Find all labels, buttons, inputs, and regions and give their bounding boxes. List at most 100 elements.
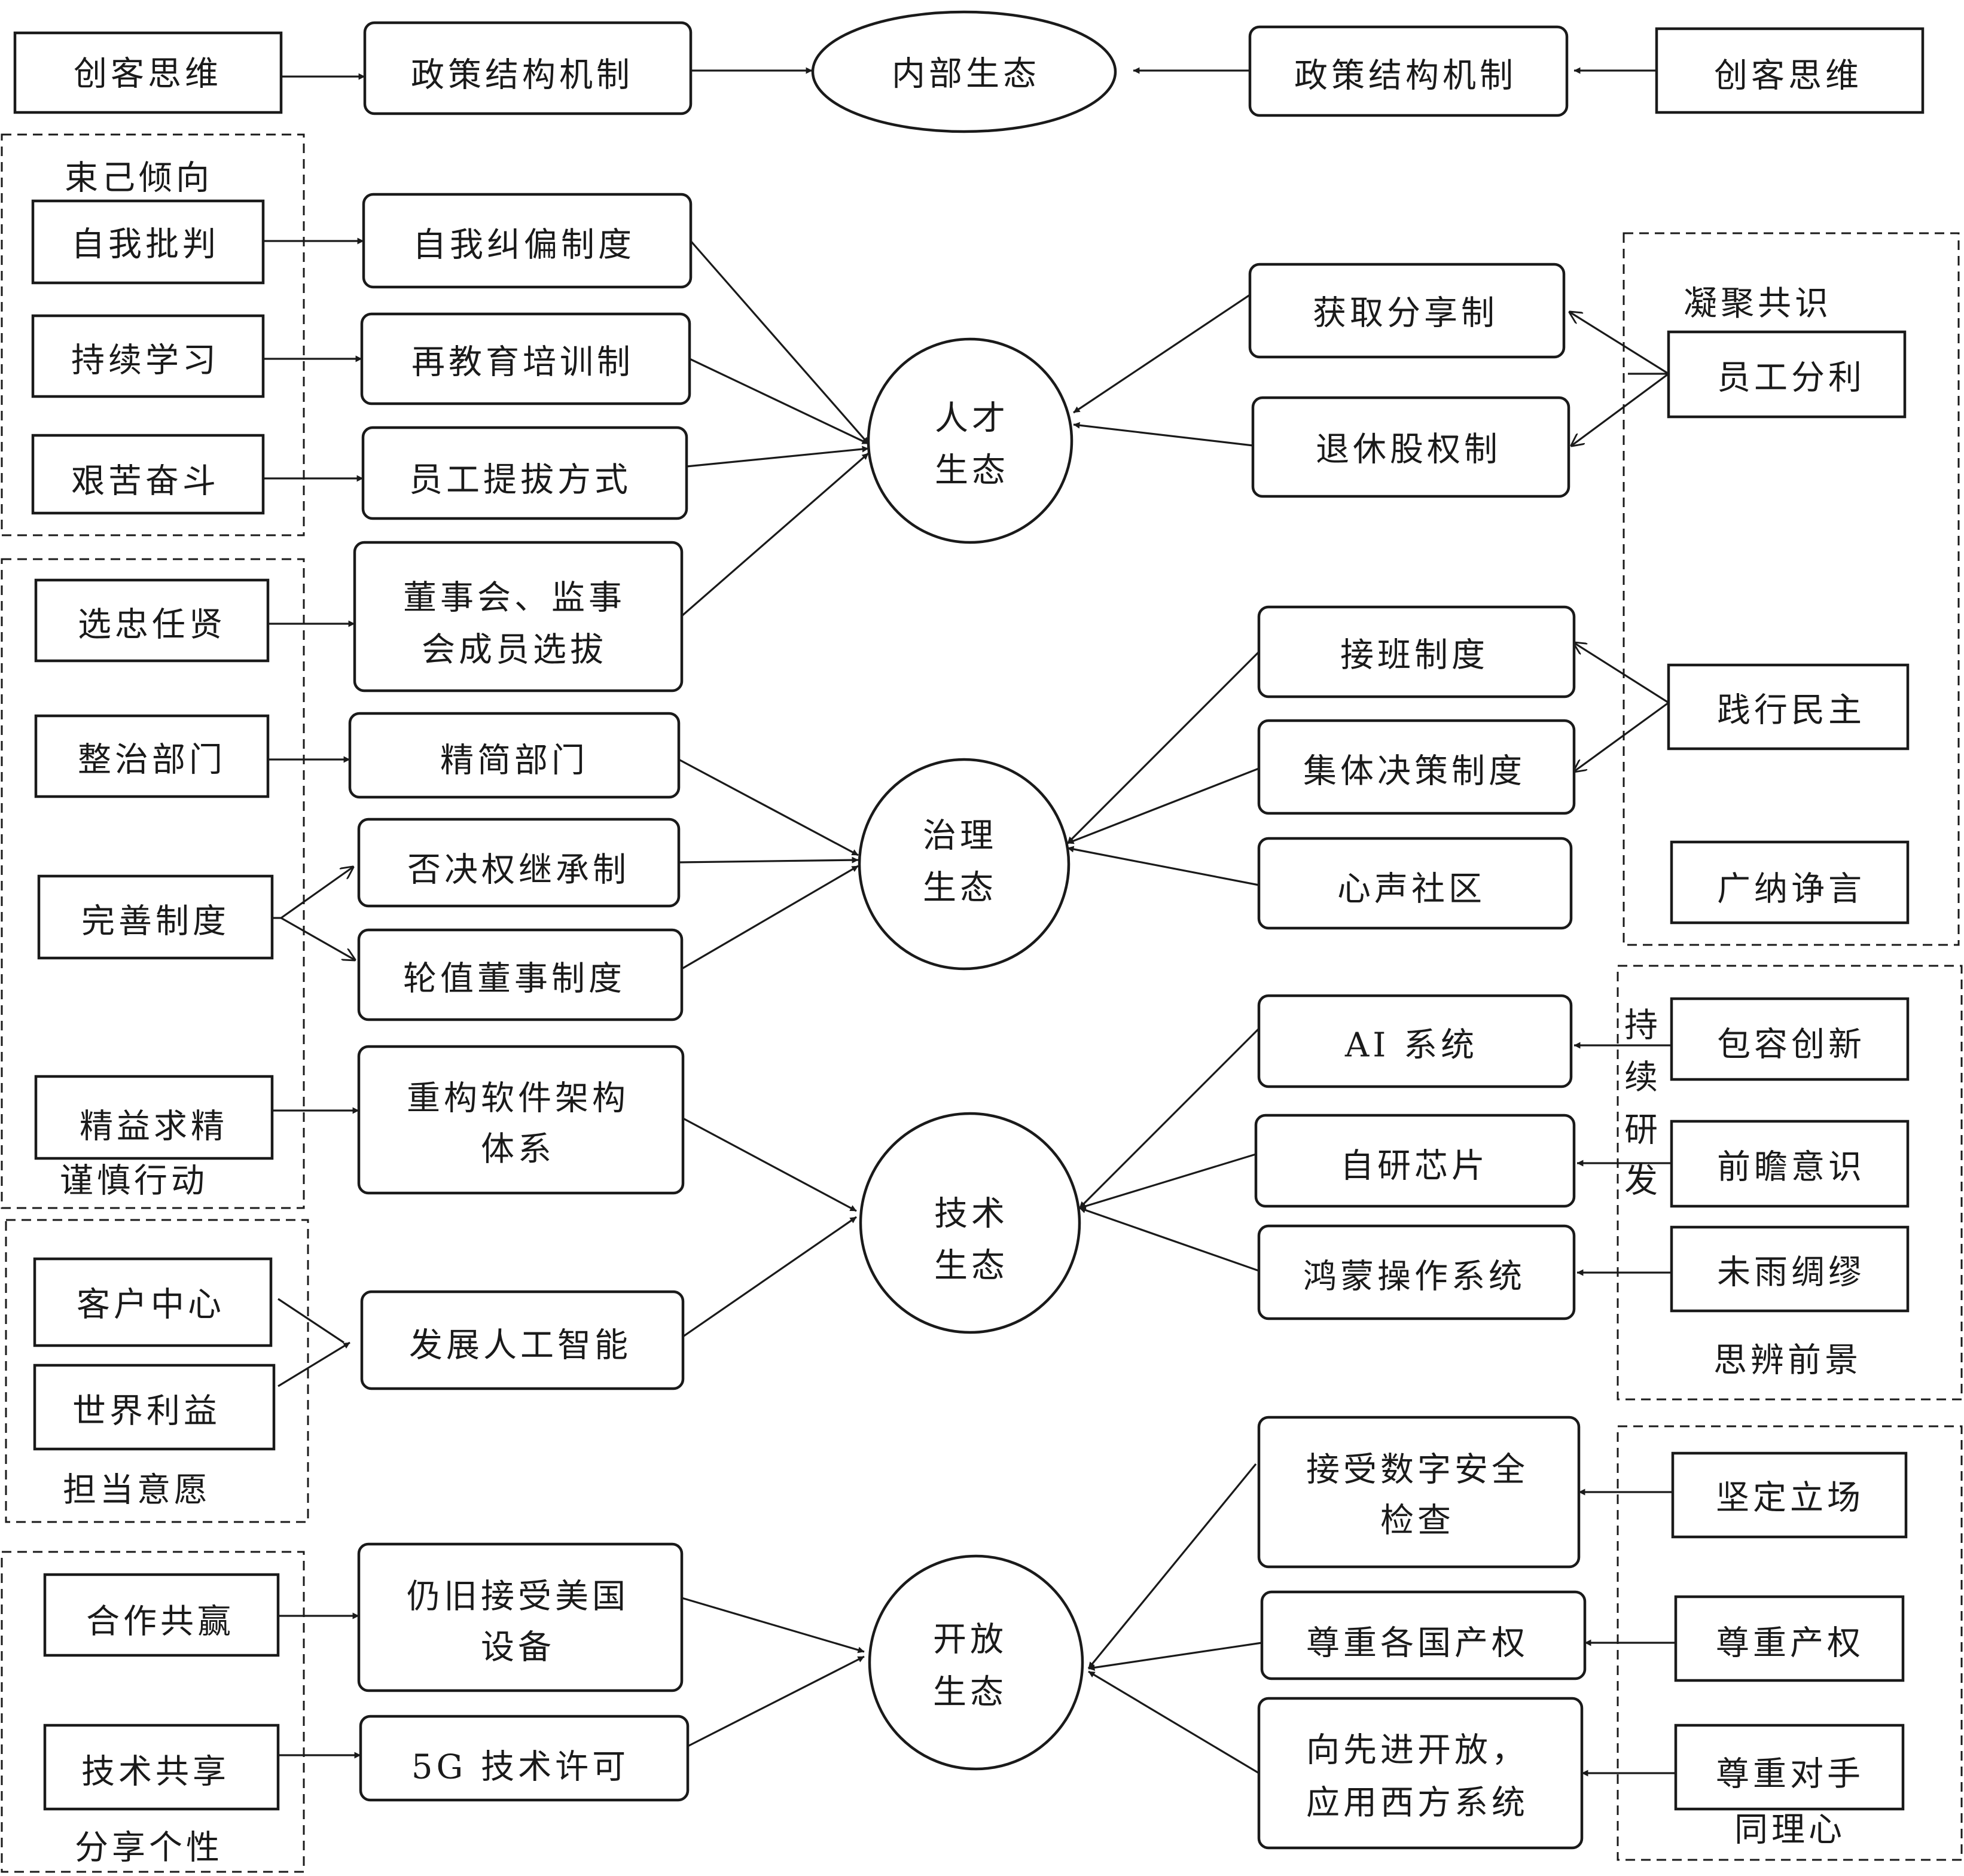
left-ai-dev-box [360, 1290, 685, 1390]
right-mechanism-label: 获取分享制 [1313, 294, 1498, 333]
right-mechanism-label: AI 系统 [1344, 1026, 1478, 1065]
governance-ecosystem-circle [858, 758, 1071, 971]
right-vertical-label-char: 持 [1624, 1006, 1661, 1045]
right-source-box [1674, 1595, 1905, 1682]
right-mechanism-label: 退休股权制 [1316, 431, 1501, 469]
right-vertical-label-char: 研 [1624, 1111, 1661, 1150]
top-right-mechanism-box [1248, 25, 1569, 117]
right-source-box [1670, 997, 1910, 1081]
right-open-mech-label-line1: 接受数字安全 [1306, 1451, 1529, 1490]
left-open-mech-box [359, 1715, 690, 1802]
right-group-1-title: 凝聚共识 [1684, 285, 1832, 324]
talent-ecosystem-label-line2: 生态 [935, 452, 1009, 490]
left-open-mech-label-line2: 设备 [481, 1628, 555, 1667]
left-source-label: 自我批判 [71, 225, 219, 264]
right-mechanism-label: 心声社区 [1337, 870, 1486, 909]
left-board-box [353, 541, 684, 693]
right-group-2-title: 思辨前景 [1713, 1341, 1862, 1380]
right-mechanism-label: 鸿蒙操作系统 [1303, 1258, 1526, 1297]
right-open-mech-box [1260, 1590, 1587, 1680]
left-source-label: 持续学习 [71, 341, 219, 380]
left-group-4-title: 分享个性 [75, 1829, 223, 1868]
left-source-box [31, 434, 265, 515]
left-source-label: 精益求精 [80, 1108, 228, 1146]
left-software-label-line1: 重构软件架构 [407, 1079, 629, 1118]
left-source-box [33, 1363, 276, 1451]
left-source-label: 技术共享 [81, 1753, 230, 1792]
right-mechanism-box [1257, 994, 1573, 1088]
right-open-mech-label-line2: 应用西方系统 [1306, 1784, 1529, 1823]
top-right-mechanism-label: 政策结构机制 [1294, 57, 1517, 96]
left-source-label: 客户中心 [77, 1286, 225, 1325]
top-left-source-label: 创客思维 [74, 55, 222, 94]
talent-ecosystem-circle [867, 337, 1074, 544]
right-source-label: 前瞻意识 [1717, 1148, 1865, 1187]
left-source-box [34, 1075, 274, 1160]
left-source-label: 整治部门 [78, 741, 226, 780]
left-mechanism-box [357, 817, 681, 908]
right-mechanism-box [1257, 605, 1576, 698]
right-source-box [1670, 1120, 1910, 1208]
right-group-3-title: 同理心 [1734, 1811, 1846, 1850]
right-vertical-label-char: 发 [1624, 1162, 1661, 1201]
left-mechanism-box [362, 193, 693, 289]
internal-ecosystem-ellipse [811, 10, 1117, 133]
left-source-box [34, 578, 270, 663]
left-source-box [31, 314, 265, 398]
left-group-1-frame [1, 133, 305, 536]
right-source-label: 践行民主 [1717, 691, 1865, 730]
left-mechanism-label: 再教育培训制 [411, 343, 634, 382]
right-group-2-frame [1617, 965, 1963, 1401]
left-mechanism-box [361, 426, 688, 520]
left-source-label: 完善制度 [81, 902, 230, 941]
left-source-label: 选忠任贤 [78, 606, 226, 645]
right-group-1-frame [1623, 232, 1960, 946]
right-mechanism-box [1257, 837, 1573, 930]
right-source-label: 未雨绸缪 [1717, 1253, 1865, 1292]
governance-ecosystem-label-line1: 治理 [923, 817, 997, 856]
open-ecosystem-label-line2: 生态 [933, 1673, 1007, 1712]
right-vertical-label-char: 续 [1624, 1059, 1661, 1097]
right-open-mech-label-line2: 检查 [1380, 1502, 1454, 1541]
left-mechanism-label: 否决权继承制 [407, 851, 630, 890]
right-mechanism-label: 集体决策制度 [1303, 752, 1526, 791]
right-mechanism-label: 自研芯片 [1340, 1147, 1489, 1186]
left-source-label: 合作共赢 [86, 1603, 234, 1642]
right-source-label: 坚定立场 [1716, 1479, 1864, 1518]
right-mechanism-box [1257, 719, 1576, 815]
right-source-label: 员工分利 [1717, 359, 1865, 398]
right-source-label: 尊重对手 [1716, 1755, 1864, 1794]
right-mechanism-box [1251, 396, 1570, 498]
left-software-box [357, 1045, 685, 1195]
internal-ecosystem-label: 内部生态 [892, 55, 1040, 94]
open-ecosystem-label-line1: 开放 [933, 1621, 1007, 1660]
right-open-mech-box [1257, 1697, 1584, 1850]
left-open-mech-label: 5G 技术许可 [411, 1748, 629, 1787]
left-source-box [33, 1257, 273, 1347]
right-source-box [1671, 1451, 1908, 1539]
left-group-1-title: 束己倾向 [65, 159, 213, 198]
left-mechanism-label: 轮值董事制度 [403, 960, 626, 999]
right-source-box [1667, 663, 1910, 751]
left-source-box [31, 199, 265, 285]
left-board-label-line2: 会成员选拔 [422, 631, 607, 670]
right-source-box [1670, 840, 1910, 925]
top-right-source-box [1655, 27, 1925, 114]
left-mechanism-label: 自我纠偏制度 [413, 226, 635, 265]
tech-ecosystem-circle [859, 1112, 1081, 1334]
left-software-label-line2: 体系 [481, 1130, 555, 1169]
right-mechanism-box [1254, 1114, 1576, 1208]
left-open-mech-box [357, 1542, 684, 1692]
left-source-box [34, 714, 270, 798]
right-mechanism-box [1248, 263, 1566, 359]
left-group-2-title: 谨慎行动 [60, 1162, 208, 1201]
left-source-box [43, 1724, 280, 1811]
right-source-label: 尊重产权 [1716, 1624, 1864, 1663]
top-right-source-label: 创客思维 [1714, 57, 1862, 96]
tech-ecosystem-label-line2: 生态 [934, 1247, 1008, 1286]
right-source-label: 广纳诤言 [1717, 870, 1865, 909]
connectors [263, 67, 1676, 1777]
left-ai-dev-label: 发展人工智能 [409, 1326, 632, 1365]
